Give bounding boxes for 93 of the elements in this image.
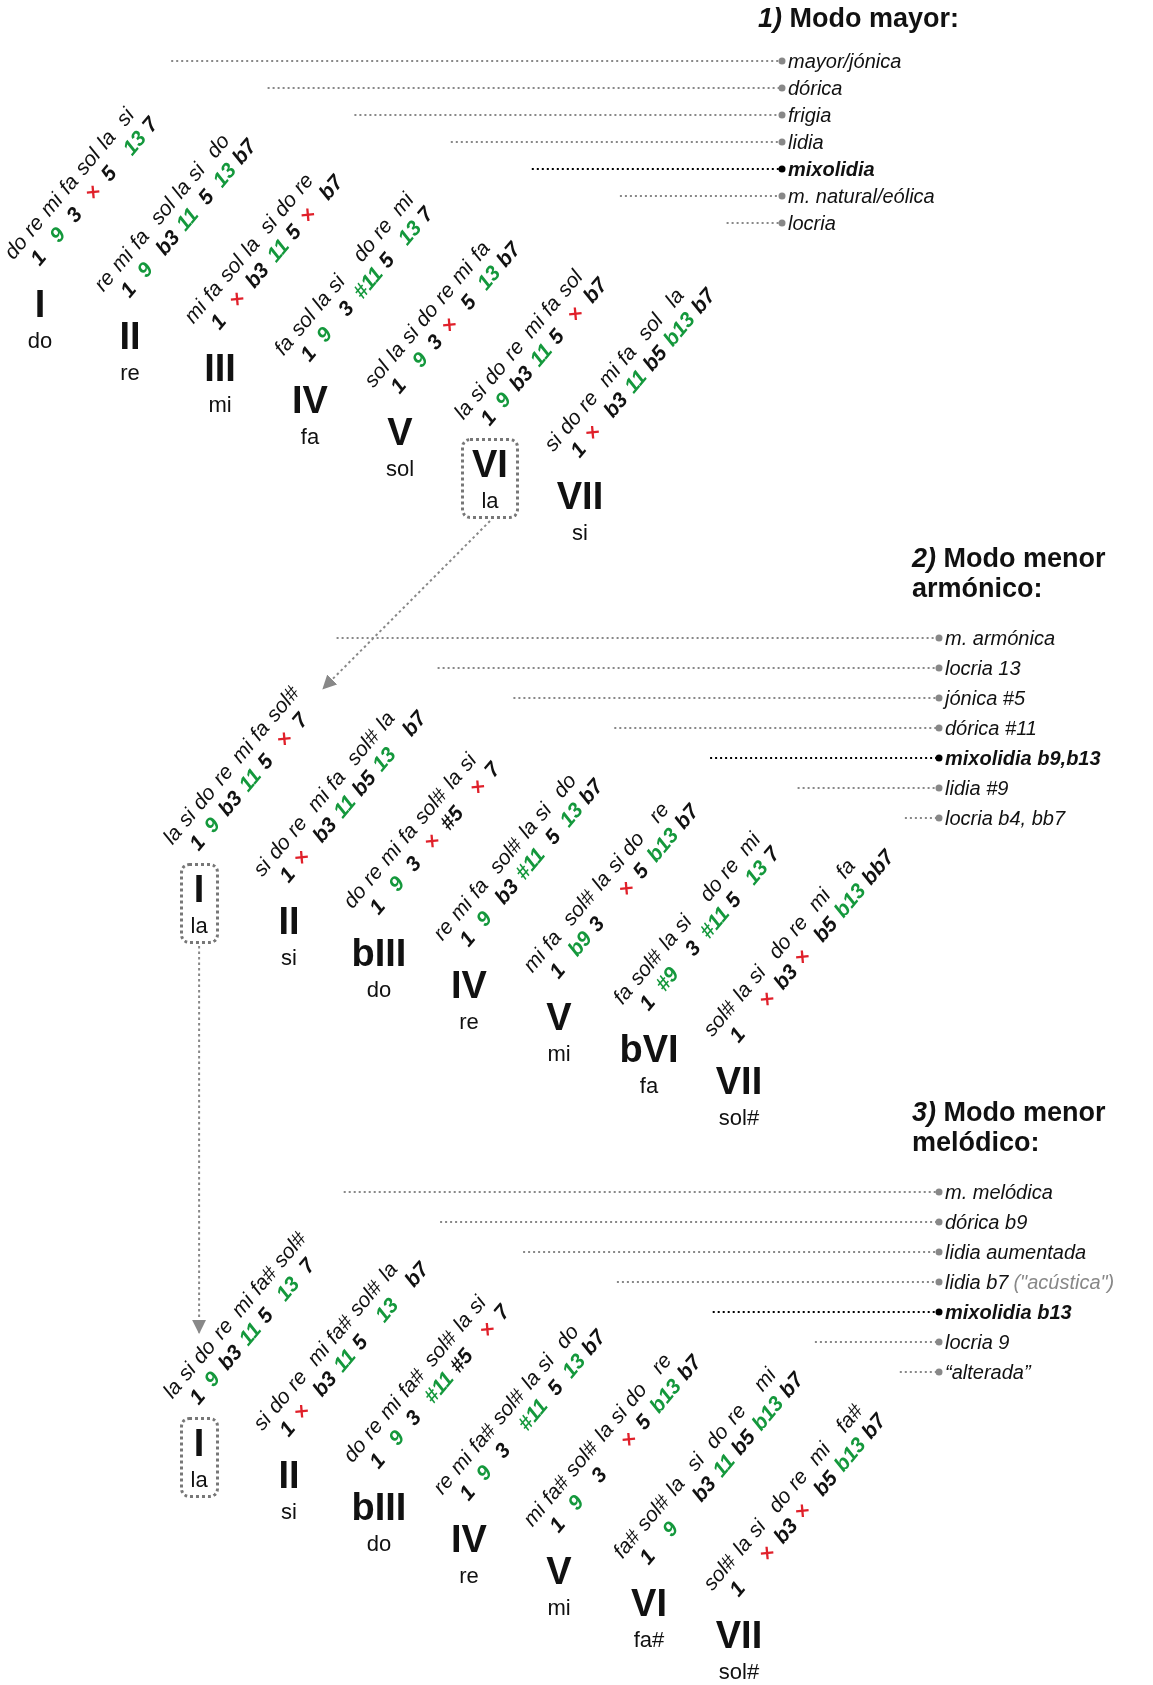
mode-name: m. melódica [945,1182,1053,1202]
leader-line [335,634,943,642]
roman-numeral: III [203,349,237,389]
mode-name: lidia [788,132,824,152]
mode-name: mayor/jónica [788,51,902,71]
leader-line [903,814,943,822]
leader-line [522,1248,943,1256]
arrow [322,520,491,690]
mode-name: dórica #11 [945,718,1037,738]
root-note: re [119,360,141,384]
mode-name: dórica b9 [945,1212,1028,1232]
mode-name: locria 9 [945,1332,1010,1352]
arrow [192,945,207,1334]
mode-name: locria b4, bb7 [945,808,1066,828]
leader-line [898,1368,943,1376]
leader-line [796,784,943,792]
root-note: fa [638,1073,660,1097]
mode-name: frigia [788,105,832,125]
root-note: re [458,1563,480,1587]
roman-numeral: V [545,998,573,1038]
leader-line [813,1338,943,1346]
mode-name: mixolidia [788,159,875,179]
roman-numeral: VI [472,445,508,485]
leader-line [530,165,786,173]
root-note: sol [384,456,416,480]
root-note: la [190,913,208,937]
roman-numeral: VII [714,1616,764,1656]
roman-numeral: I [33,285,47,325]
leader-line [436,664,943,672]
root-note: fa# [632,1627,666,1651]
leader-line [613,724,943,732]
root-note: re [458,1009,480,1033]
root-note: fa [299,424,321,448]
roman-numeral: VI [630,1584,668,1624]
roman-numeral: V [545,1552,573,1592]
root-note: do [365,977,393,1001]
root-note: si [280,945,298,969]
mode-note: ("acústica") [1013,1271,1115,1293]
root-note: do [26,328,54,352]
degree-frame [179,1417,219,1498]
leader-line [615,1278,943,1286]
roman-numeral: IV [450,966,488,1006]
leader-line [342,1188,943,1196]
root-note: la [480,488,500,512]
section-heading: 1) Modo mayor: [758,4,961,34]
root-note: sol# [717,1105,761,1129]
section-heading: 2) Modo menor armónico: [912,544,1107,604]
roman-numeral: bIII [350,934,408,974]
roman-numeral: VII [714,1062,764,1102]
mode-name: m. armónica [945,628,1056,648]
leader-line [725,219,786,227]
roman-numeral: II [118,317,142,357]
roman-numeral: bIII [350,1488,408,1528]
mode-name: lidia b7 [945,1271,1009,1293]
leader-line [449,138,786,146]
root-note: sol# [717,1659,761,1683]
mode-name: jónica #5 [945,688,1026,708]
mode-name: mixolidia b9,b13 [945,748,1101,768]
leader-line [170,57,786,65]
section-heading: 3) Modo menor melódico: [912,1098,1107,1158]
root-note: mi [546,1595,572,1619]
mode-name: locria 13 [945,658,1021,678]
mode-name: m. natural/eólica [788,186,935,206]
roman-numeral: I [192,870,206,910]
root-note: la [190,1467,208,1491]
leader-line [353,111,786,119]
leader-line [266,84,786,92]
mode-name: dórica [788,78,843,98]
leader-line [439,1218,943,1226]
root-note: mi [546,1041,572,1065]
mode-name: lidia aumentada [945,1242,1087,1262]
roman-numeral: I [192,1424,206,1464]
mode-name: mixolidia b13 [945,1302,1072,1322]
mode-name: locria [788,213,836,233]
roman-numeral: II [277,902,301,942]
roman-numeral: IV [450,1520,488,1560]
mode-name: “alterada” [945,1362,1031,1382]
degree-frame [179,863,219,944]
leader-line [709,754,943,762]
root-note: mi [207,392,233,416]
roman-numeral: IV [291,381,329,421]
roman-numeral: VII [555,477,605,517]
mode-name: lidia #9 [945,778,1009,798]
leader-line [618,192,786,200]
degree-frame [461,438,519,519]
root-note: si [571,520,589,544]
roman-numeral: bVI [618,1030,680,1070]
root-note: si [280,1499,298,1523]
roman-numeral: V [386,413,414,453]
leader-line [711,1308,943,1316]
roman-numeral: II [277,1456,301,1496]
root-note: do [365,1531,393,1555]
leader-line [512,694,943,702]
